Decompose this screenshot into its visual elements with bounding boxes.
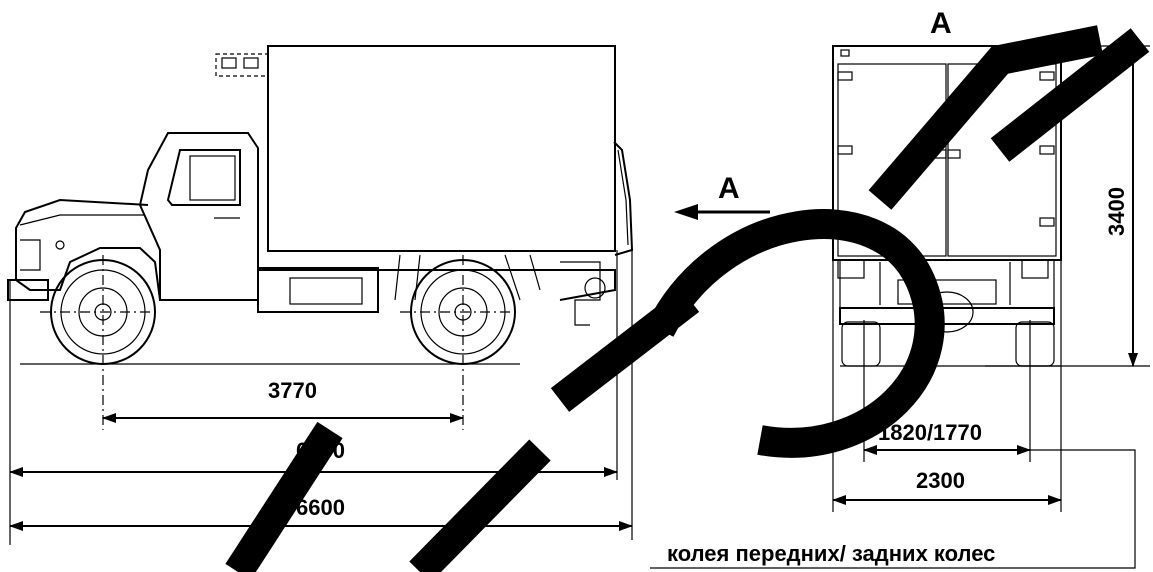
- view-arrow-label: A: [718, 172, 740, 205]
- view-label: A: [930, 7, 952, 40]
- dim-length-total: 6600: [296, 495, 345, 520]
- dim-width: 2300: [916, 468, 965, 493]
- track-note: колея передних/ задних колес: [667, 541, 995, 566]
- view-arrow: A: [674, 172, 770, 220]
- dim-wheelbase: 3770: [268, 378, 317, 403]
- dim-track: 1820/1770: [878, 420, 982, 445]
- refrigeration-unit: [215, 53, 269, 77]
- hood: [15, 198, 161, 301]
- rear-view: A 3400 1820/1770: [650, 7, 1150, 569]
- van-body: [267, 45, 616, 252]
- watermark-logo: [225, 25, 1150, 572]
- dim-height: 3400: [1104, 187, 1129, 236]
- fuel-tank: [257, 267, 379, 313]
